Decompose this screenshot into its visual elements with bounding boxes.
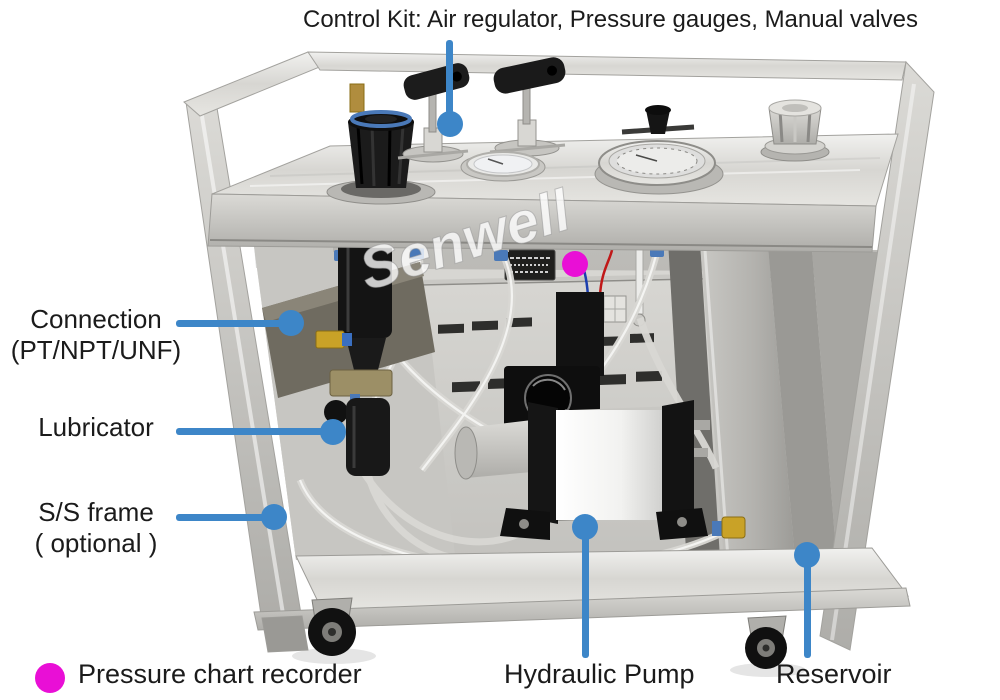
reservoir-filler-cap	[760, 99, 830, 162]
reservoir-leader-line	[804, 562, 811, 658]
caster-wheel-left	[308, 597, 356, 656]
lubricator-label: Lubricator	[38, 412, 154, 442]
control-kit-label: Control Kit: Air regulator, Pressure gau…	[303, 6, 918, 33]
hydraulic-pump-leader-dot	[572, 514, 598, 540]
connection-leader-dot	[278, 310, 304, 336]
pressure-chart-recorder-bullet	[35, 663, 65, 693]
tabletop	[207, 83, 899, 253]
lubricator-leader-line	[176, 428, 326, 435]
caster-wheel-right	[745, 615, 787, 669]
control-kit-leader-dot	[437, 111, 463, 137]
connection-label-line2: (PT/NPT/UNF)	[10, 334, 182, 365]
ss-frame-leader-dot	[261, 504, 287, 530]
reservoir-label: Reservoir	[776, 659, 892, 689]
reservoir-inlet-fitting	[712, 516, 746, 539]
hinge-block	[349, 83, 365, 113]
reservoir-tank	[668, 240, 880, 602]
hydraulic-pump	[454, 292, 710, 540]
ss-frame-label-line2: ( optional )	[34, 527, 158, 558]
pressure-chart-recorder-label: Pressure chart recorder	[78, 659, 362, 689]
ss-frame-leader-line	[176, 514, 268, 521]
shadow	[730, 663, 806, 677]
hydraulic-pump-label: Hydraulic Pump	[504, 659, 695, 689]
shadow	[292, 648, 376, 664]
control-kit-leader-line	[446, 40, 453, 114]
lubricator-leader-dot	[320, 419, 346, 445]
chart-recorder-marker-dot	[562, 251, 588, 277]
ss-frame-label-line1: S/S frame	[38, 497, 154, 527]
connection-leader-line	[176, 320, 284, 327]
chart-recorder-gauge	[594, 105, 724, 195]
connection-label-line1: Connection	[30, 304, 162, 334]
hydraulic-pump-leader-line	[582, 536, 589, 658]
reservoir-leader-dot	[794, 542, 820, 568]
ss-frame-label: S/S frame ( optional )	[8, 497, 184, 558]
air-regulator-knob	[326, 110, 436, 205]
connection-label: Connection (PT/NPT/UNF)	[8, 304, 184, 365]
pressure-gauge	[460, 151, 546, 182]
connection-fitting	[315, 330, 352, 349]
